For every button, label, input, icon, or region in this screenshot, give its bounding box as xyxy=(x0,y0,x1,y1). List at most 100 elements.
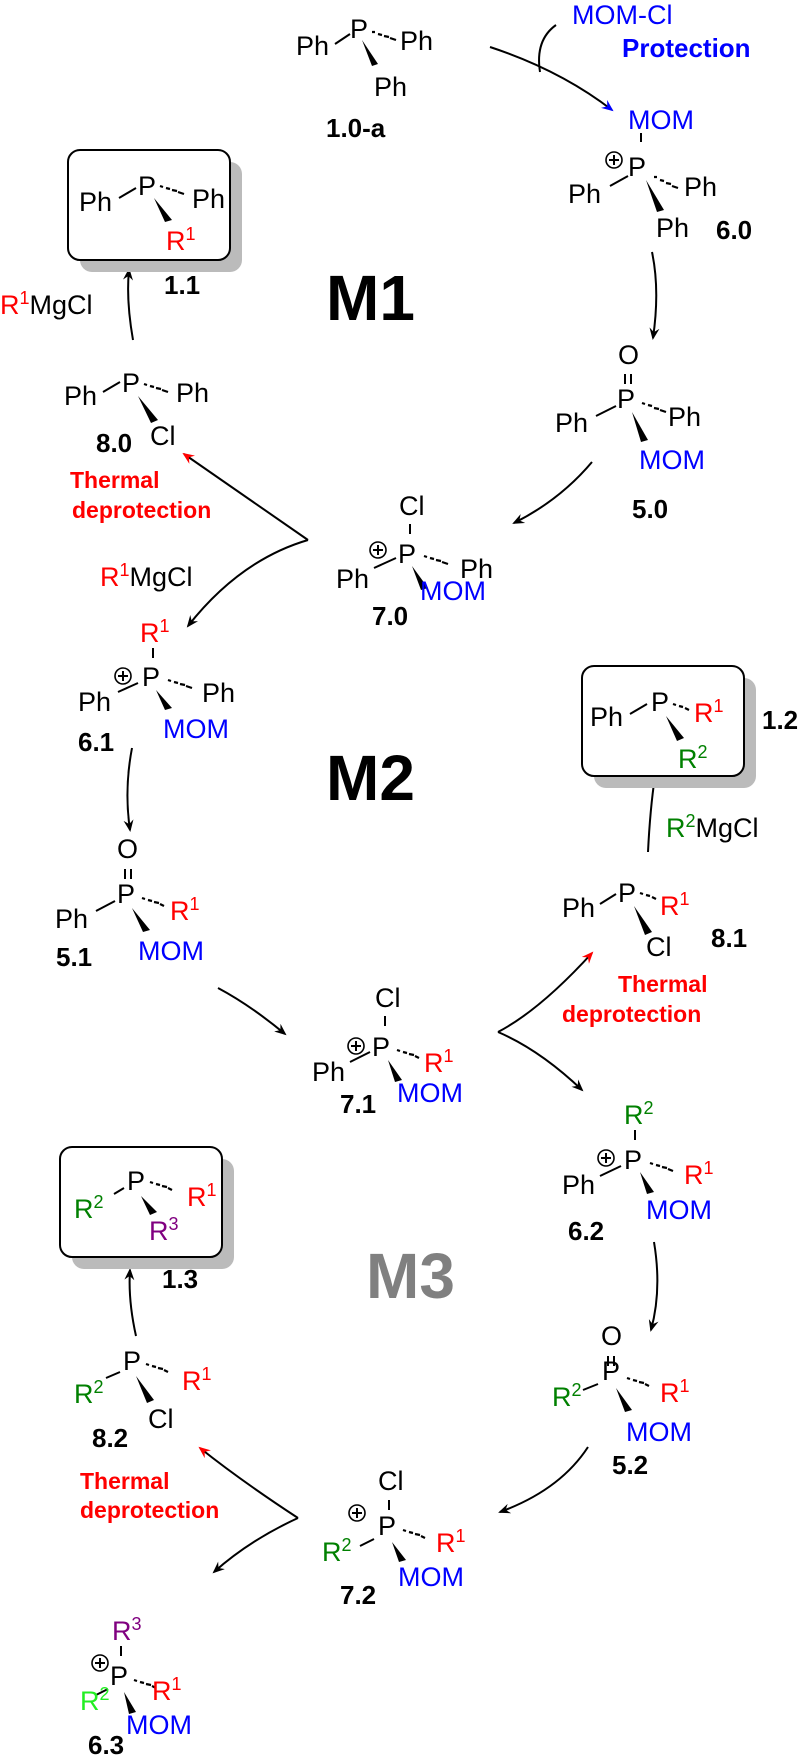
atom-o: O xyxy=(117,834,138,864)
step-label-thermal: Thermal xyxy=(70,467,159,493)
product-box-1.2: Ph P R1 R2 1.2 xyxy=(581,665,798,782)
atom-ph: Ph xyxy=(79,187,112,217)
substituent-r1: R1 xyxy=(187,1180,217,1212)
compound-8.1: Ph P R1 Cl 8.1 xyxy=(562,878,747,962)
compound-label: 1.1 xyxy=(164,270,200,300)
atom-ph: Ph xyxy=(64,381,97,411)
step-label-deprotection: deprotection xyxy=(562,1001,701,1027)
compound-8.2: P R2 R1 Cl 8.2 xyxy=(74,1346,212,1453)
positive-charge-icon xyxy=(114,667,132,685)
compound-label: 6.1 xyxy=(78,727,114,757)
substituent-r3: R3 xyxy=(112,1614,142,1646)
atom-cl: Cl xyxy=(148,1404,174,1434)
atom-ph: Ph xyxy=(656,213,689,243)
reagent-hook xyxy=(538,24,557,73)
thermal-deprotection-arrow xyxy=(497,951,594,1033)
substituent-r1: R1 xyxy=(660,1376,690,1408)
reagent-r2mgcl: R2MgCl xyxy=(666,811,759,843)
atom-p: P xyxy=(350,14,368,44)
atom-p: P xyxy=(123,1346,141,1376)
atom-mom: MOM xyxy=(397,1078,463,1108)
compound-label: 6.0 xyxy=(716,215,752,245)
substituent-r2: R2 xyxy=(80,1684,110,1716)
atom-mom: MOM xyxy=(126,1710,192,1740)
atom-p: P xyxy=(142,662,160,692)
atom-ph: Ph xyxy=(202,678,235,708)
thermal-deprotection-arrow xyxy=(182,452,309,541)
atom-mom: MOM xyxy=(626,1417,692,1447)
substituent-r1: R1 xyxy=(694,696,724,728)
protection-arrow xyxy=(489,46,614,112)
positive-charge-icon xyxy=(91,1654,109,1672)
step-label-deprotection: deprotection xyxy=(80,1497,219,1523)
substituent-r1: R1 xyxy=(424,1046,454,1078)
compound-5.1: O P Ph R1 MOM 5.1 xyxy=(55,834,204,972)
atom-mom: MOM xyxy=(639,445,705,475)
atom-mom: MOM xyxy=(420,576,486,606)
atom-p: P xyxy=(398,539,416,569)
compound-8.0: Ph P Ph Cl 8.0 xyxy=(64,368,209,458)
atom-mom: MOM xyxy=(138,936,204,966)
atom-ph: Ph xyxy=(374,72,407,102)
product-box-1.1: Ph P Ph R1 1.1 xyxy=(67,149,236,300)
reaction-arrow xyxy=(498,1446,589,1514)
atom-p: P xyxy=(618,878,636,908)
atom-p: P xyxy=(122,368,140,398)
compound-6.3: R3 P R2 R1 MOM 6.3 xyxy=(80,1614,192,1758)
atom-p: P xyxy=(602,1356,620,1386)
substituent-r1: R1 xyxy=(140,616,170,648)
compound-7.0: Cl P Ph Ph MOM 7.0 xyxy=(336,491,493,631)
compound-label: 1.2 xyxy=(762,705,798,735)
positive-charge-icon xyxy=(348,1504,366,1522)
reaction-arrow xyxy=(647,774,659,853)
atom-p: P xyxy=(651,687,669,717)
cycle-label-m3: M3 xyxy=(366,1240,455,1312)
compound-label: 5.1 xyxy=(56,942,92,972)
atom-p: P xyxy=(127,1166,145,1196)
atom-mom: MOM xyxy=(163,714,229,744)
atom-ph: Ph xyxy=(568,179,601,209)
atom-cl: Cl xyxy=(378,1466,404,1496)
compound-label: 7.0 xyxy=(372,601,408,631)
atom-p: P xyxy=(117,879,135,909)
compound-label: 7.2 xyxy=(340,1580,376,1610)
reaction-arrow xyxy=(123,268,134,341)
reaction-arrow xyxy=(497,1031,584,1092)
substituent-r1: R1 xyxy=(684,1158,714,1190)
atom-ph: Ph xyxy=(176,378,209,408)
atom-mom: MOM xyxy=(398,1562,464,1592)
atom-ph: Ph xyxy=(555,408,588,438)
substituent-r2: R2 xyxy=(678,742,708,774)
positive-charge-icon xyxy=(605,151,623,169)
substituent-r1: R1 xyxy=(660,889,690,921)
compound-label: 7.1 xyxy=(340,1089,376,1119)
atom-p: P xyxy=(624,1145,642,1175)
atom-o: O xyxy=(601,1321,622,1351)
atom-cl: Cl xyxy=(399,491,425,521)
reaction-arrow xyxy=(512,461,593,524)
substituent-r1: R1 xyxy=(152,1674,182,1706)
atom-ph: Ph xyxy=(296,31,329,61)
positive-charge-icon xyxy=(369,541,387,559)
atom-ph: Ph xyxy=(192,184,225,214)
step-label-thermal: Thermal xyxy=(618,971,707,997)
step-label-protection: Protection xyxy=(622,33,751,63)
compound-label: 5.0 xyxy=(632,494,668,524)
compound-1.0-a: Ph P Ph Ph 1.0-a xyxy=(296,14,433,143)
reaction-arrow xyxy=(123,747,134,832)
substituent-r1: R1 xyxy=(170,894,200,926)
atom-ph: Ph xyxy=(336,564,369,594)
compound-label: 8.2 xyxy=(92,1423,128,1453)
compound-6.1: R1 P Ph Ph MOM 6.1 xyxy=(78,616,235,757)
compound-7.2: Cl P R2 R1 MOM 7.2 xyxy=(322,1466,466,1610)
atom-cl: Cl xyxy=(646,932,672,962)
substituent-r2: R2 xyxy=(74,1377,104,1409)
reagent-r1mgcl: R1MgCl xyxy=(100,560,193,592)
step-label-deprotection: deprotection xyxy=(72,497,211,523)
atom-o: O xyxy=(618,340,639,370)
atom-ph: Ph xyxy=(684,172,717,202)
reagent-mom-cl: MOM-Cl xyxy=(572,0,672,30)
atom-cl: Cl xyxy=(375,983,401,1013)
atom-ph: Ph xyxy=(400,26,433,56)
